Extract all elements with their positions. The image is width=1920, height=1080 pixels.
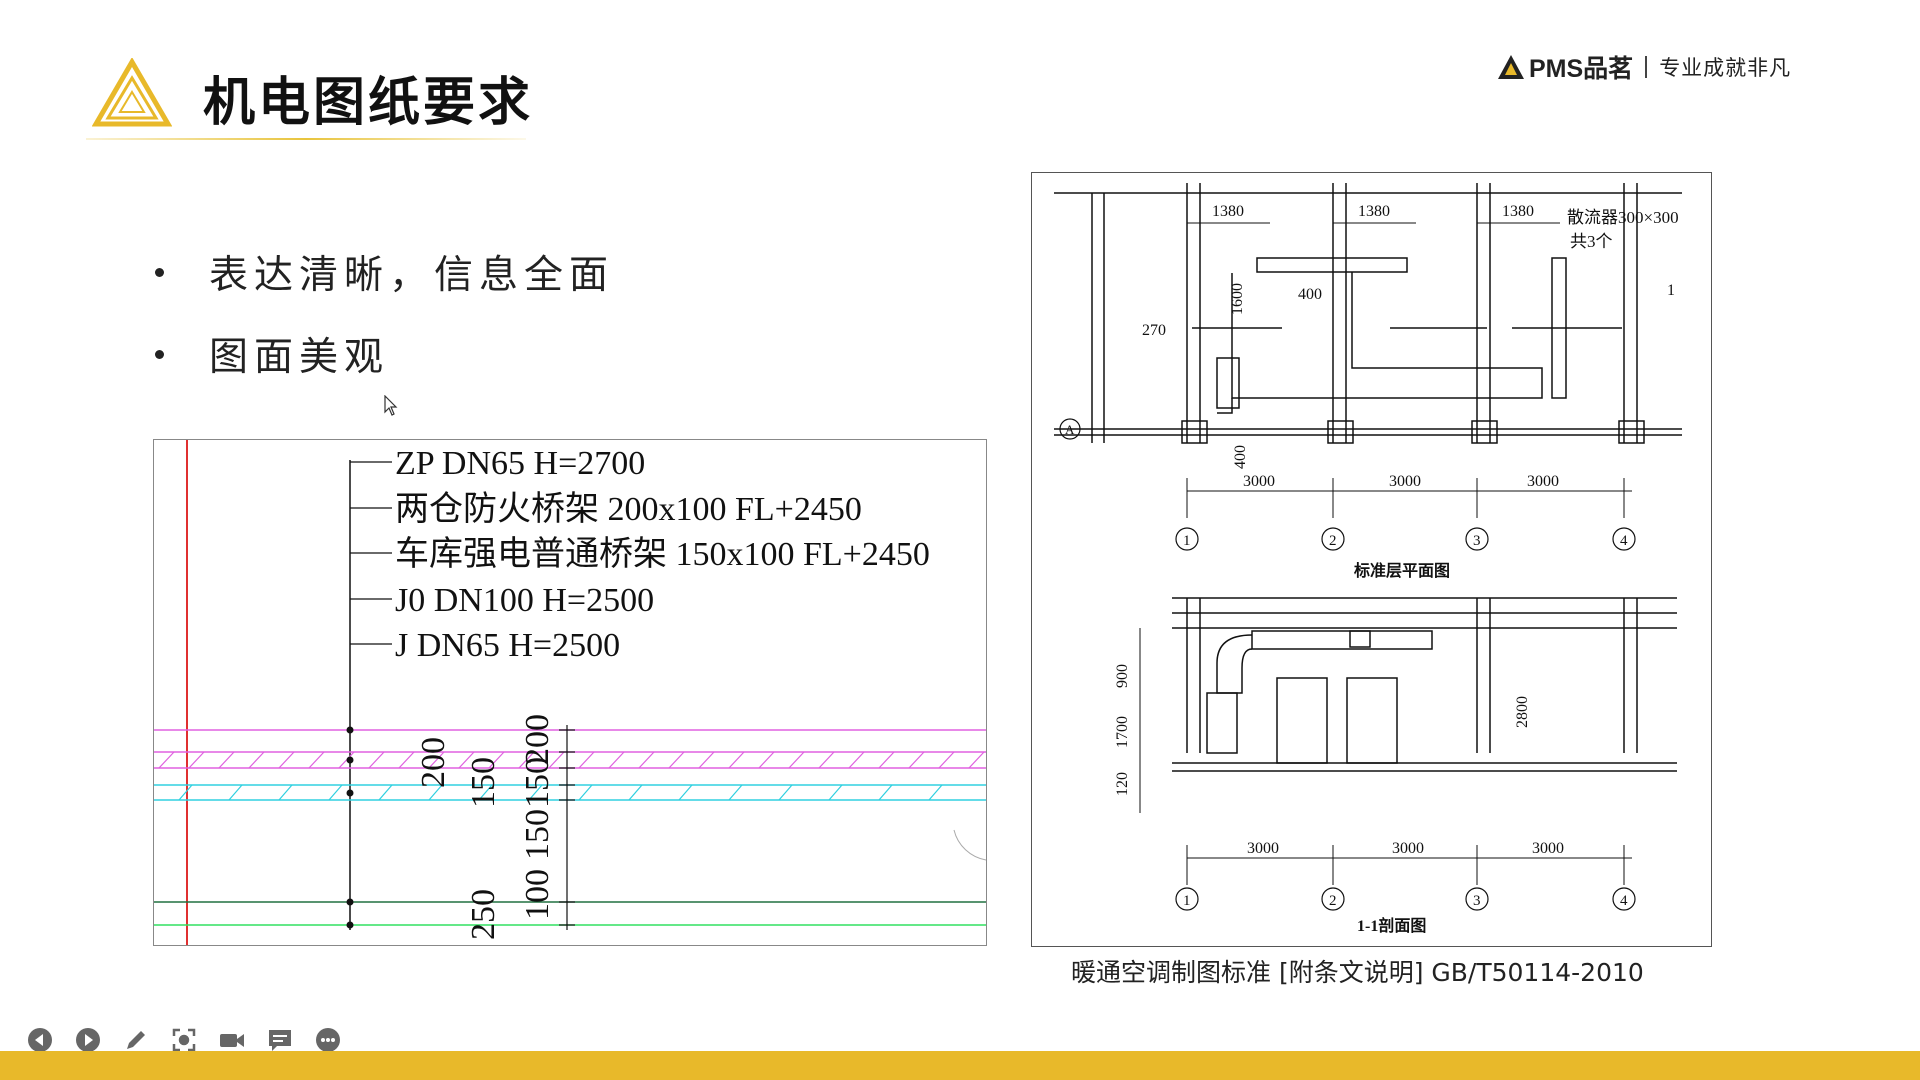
slideshow-toolbar <box>26 1026 362 1054</box>
dim-label: 150 <box>519 809 556 860</box>
bullet-dot <box>155 267 164 277</box>
dim-label: 1380 <box>1358 203 1390 220</box>
cad-label: J DN65 H=2500 <box>395 627 620 664</box>
dim-label: 250 <box>465 889 502 940</box>
cad-label: J0 DN100 H=2500 <box>395 582 654 619</box>
more-icon[interactable] <box>314 1026 342 1054</box>
brand-logo: PMS品茗 专业成就非凡 <box>1497 50 1791 84</box>
drawing-title: 1-1剖面图 <box>1357 916 1426 935</box>
cad-label: 两仓防火桥架 200x100 FL+2450 <box>395 490 862 528</box>
dim-label: 270 <box>1142 322 1166 339</box>
bullet-dot <box>155 349 164 359</box>
section-mark: 1 <box>1667 282 1675 299</box>
diffuser-note: 散流器300×300 <box>1567 208 1679 227</box>
cad-pipe-section-drawing: ZP DN65 H=2700 两仓防火桥架 200x100 FL+2450 车库… <box>154 440 986 945</box>
screenshot-icon[interactable] <box>170 1026 198 1054</box>
span-label: 3000 <box>1532 840 1564 857</box>
axis-label: 2 <box>1329 533 1337 549</box>
diffuser-count: 共3个 <box>1570 232 1613 251</box>
dim-label: 1380 <box>1502 203 1534 220</box>
pms-logo-icon <box>1498 55 1524 79</box>
dim-label: 150 <box>519 757 556 808</box>
bullet-text: 表达清晰，信息全面 <box>209 253 615 298</box>
title-underline <box>86 138 526 140</box>
dim-label: 400 <box>1232 445 1249 469</box>
mouse-cursor-icon <box>384 395 398 416</box>
hvac-drawing-image: 1380 1380 1380 散流器300×300 共3个 400 1600 2… <box>1031 172 1712 947</box>
brand-slogan: 专业成就非凡 <box>1659 56 1792 80</box>
bullet-list: 表达清晰，信息全面 图面美观 <box>155 252 614 416</box>
pen-icon[interactable] <box>122 1026 150 1054</box>
dim-label: 900 <box>1114 664 1131 688</box>
axis-label: 4 <box>1620 533 1628 549</box>
dim-label: 200 <box>519 714 556 765</box>
span-label: 3000 <box>1389 473 1421 490</box>
drawing-title: 标准层平面图 <box>1353 561 1450 580</box>
hvac-plan-and-section-drawing: 1380 1380 1380 散流器300×300 共3个 400 1600 2… <box>1054 183 1682 935</box>
cad-pipe-section-image: ZP DN65 H=2700 两仓防火桥架 200x100 FL+2450 车库… <box>153 439 987 946</box>
video-icon[interactable] <box>218 1026 246 1054</box>
dim-label: 2800 <box>1514 696 1531 728</box>
next-icon[interactable] <box>74 1026 102 1054</box>
triangle-logo-icon <box>92 58 172 127</box>
dim-label: 1700 <box>1114 716 1131 748</box>
dim-label: 400 <box>1298 286 1322 303</box>
span-label: 3000 <box>1527 473 1559 490</box>
brand-name: PMS品茗 <box>1529 55 1634 83</box>
dim-label: 120 <box>1114 772 1131 796</box>
axis-label: 2 <box>1329 893 1337 909</box>
axis-label: 3 <box>1473 893 1481 909</box>
dim-label: 1380 <box>1212 203 1244 220</box>
axis-label: 4 <box>1620 893 1628 909</box>
prev-icon[interactable] <box>26 1026 54 1054</box>
cad-label: 车库强电普通桥架 150x100 FL+2450 <box>395 535 930 573</box>
dim-label: 200 <box>415 737 452 788</box>
bullet-item: 图面美观 <box>155 334 614 380</box>
comment-icon[interactable] <box>266 1026 294 1054</box>
dim-label: 100 <box>519 869 556 920</box>
page-title: 机电图纸要求 <box>203 73 534 133</box>
span-label: 3000 <box>1243 473 1275 490</box>
bullet-item: 表达清晰，信息全面 <box>155 252 614 298</box>
axis-label: 3 <box>1473 533 1481 549</box>
cad-label: ZP DN65 H=2700 <box>395 445 645 482</box>
dim-label: 1600 <box>1229 283 1246 315</box>
span-label: 3000 <box>1392 840 1424 857</box>
brand-separator <box>1645 56 1648 78</box>
figure-caption: 暖通空调制图标准 [附条文说明] GB/T50114-2010 <box>1071 958 1644 987</box>
axis-label: 1 <box>1183 893 1191 909</box>
footer-accent-bar <box>0 1051 1920 1080</box>
axis-label: 1 <box>1183 533 1191 549</box>
bullet-text: 图面美观 <box>209 335 390 380</box>
dim-label: 150 <box>465 757 502 808</box>
span-label: 3000 <box>1247 840 1279 857</box>
axis-label: A <box>1065 422 1075 437</box>
